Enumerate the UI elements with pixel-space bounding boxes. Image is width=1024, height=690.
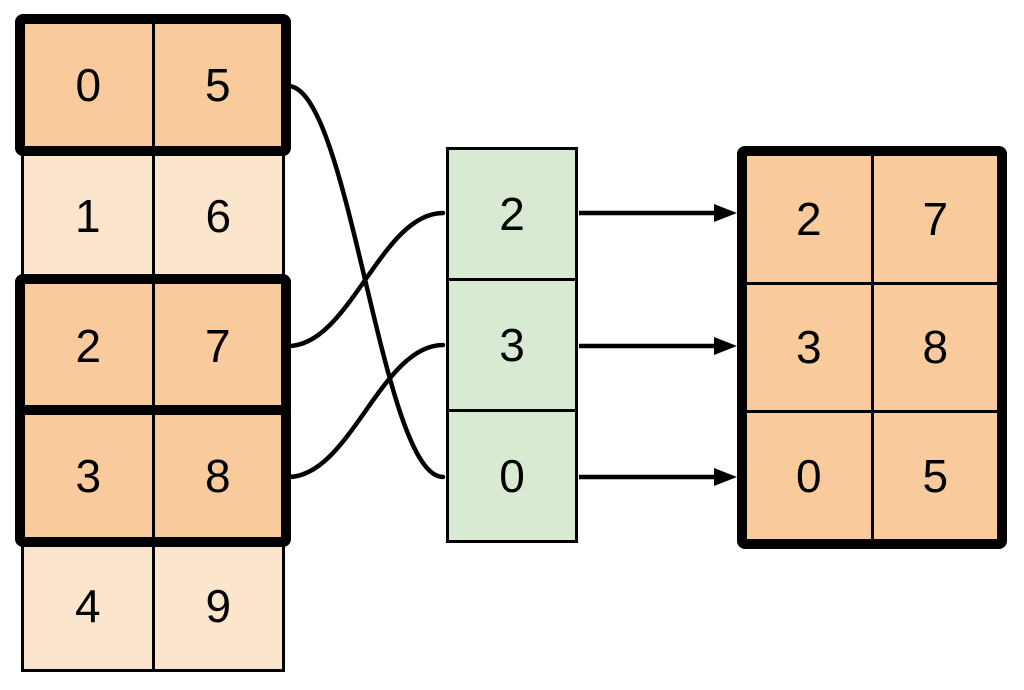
arrow-index-cell1-to-result-row1 xyxy=(579,337,737,355)
source-cell-r4c0: 4 xyxy=(74,580,101,632)
source-cell-r0c0: 0 xyxy=(75,59,102,111)
source-cell-r1c0: 1 xyxy=(74,190,101,242)
index-array: 2 3 0 xyxy=(446,147,578,543)
source-row-3-highlighted: 3 8 xyxy=(15,405,291,547)
source-cell-r0c1: 5 xyxy=(151,24,282,146)
index-cell-2: 0 xyxy=(449,409,575,540)
result-matrix: 2 7 3 8 0 5 xyxy=(737,146,1007,549)
result-cell-r1c1: 8 xyxy=(873,284,997,411)
index-cell-1: 3 xyxy=(449,278,575,409)
source-cell-r2c1: 7 xyxy=(151,284,282,407)
source-row-0-highlighted: 0 5 xyxy=(15,14,291,156)
source-cell-r3c0: 3 xyxy=(75,450,102,502)
result-cell-r1c0: 3 xyxy=(747,284,871,411)
source-row-1: 1 6 xyxy=(21,149,285,283)
result-cell-r0c0: 2 xyxy=(747,156,871,282)
curve-source-row3-to-index-cell1 xyxy=(285,342,446,480)
source-cell-r1c1: 6 xyxy=(151,152,283,280)
source-row-2-highlighted: 2 7 xyxy=(15,274,291,417)
index-cell-0: 2 xyxy=(499,188,525,240)
source-cell-r3c1: 8 xyxy=(151,415,282,537)
source-cell-r2c0: 2 xyxy=(75,319,102,372)
arrow-index-cell0-to-result-row0 xyxy=(579,204,737,222)
arrow-index-cell2-to-result-row2 xyxy=(579,468,737,486)
source-row-4: 4 9 xyxy=(21,540,285,672)
result-cell-r2c1: 5 xyxy=(873,413,997,539)
result-cell-r0c1: 7 xyxy=(873,156,997,282)
source-cell-r4c1: 9 xyxy=(151,543,283,669)
result-cell-r2c0: 0 xyxy=(747,413,871,539)
curve-source-row2-to-index-cell0 xyxy=(285,210,446,349)
